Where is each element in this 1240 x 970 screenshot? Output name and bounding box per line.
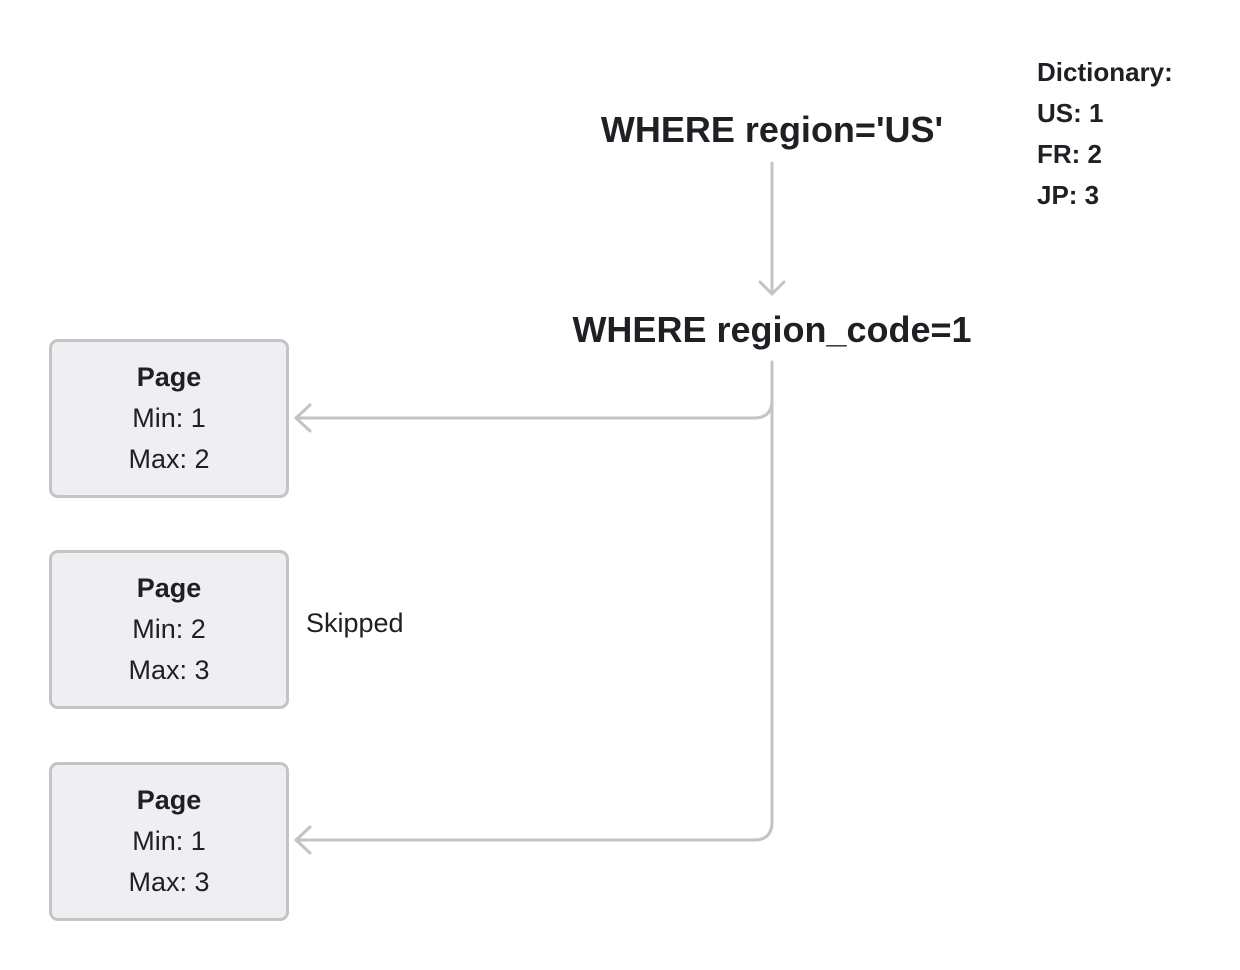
page-max: Max: 2 (128, 444, 210, 474)
dictionary-entry: FR: 2 (1037, 139, 1102, 169)
page-max: Max: 3 (128, 867, 210, 897)
page-box-2: Page Min: 2 Max: 3 (49, 550, 289, 709)
page-min: Min: 1 (132, 826, 206, 856)
dictionary-title: Dictionary: (1037, 57, 1173, 87)
page-min: Min: 2 (132, 614, 206, 644)
match-arrow-page-1 (294, 360, 774, 420)
page-max: Max: 3 (128, 655, 210, 685)
original-query: WHERE region='US' (600, 109, 944, 150)
page-title: Page (136, 362, 202, 392)
translated-query: WHERE region_code=1 (572, 309, 972, 350)
page-min: Min: 1 (132, 403, 206, 433)
match-arrow-page-3 (294, 398, 774, 842)
dictionary-legend: Dictionary: US: 1 FR: 2 JP: 3 (1037, 52, 1173, 216)
dictionary-entry: US: 1 (1037, 98, 1104, 128)
page-title: Page (136, 573, 202, 603)
dictionary-entry: JP: 3 (1037, 180, 1100, 210)
match-arrow-head-page-3 (294, 825, 312, 855)
page-title: Page (136, 785, 202, 815)
rewrite-arrow-head (758, 280, 786, 296)
page-box-3: Page Min: 1 Max: 3 (49, 762, 289, 921)
match-arrow-head-page-1 (294, 403, 312, 433)
page-box-1: Page Min: 1 Max: 2 (49, 339, 289, 498)
skipped-label: Skipped (306, 608, 404, 638)
